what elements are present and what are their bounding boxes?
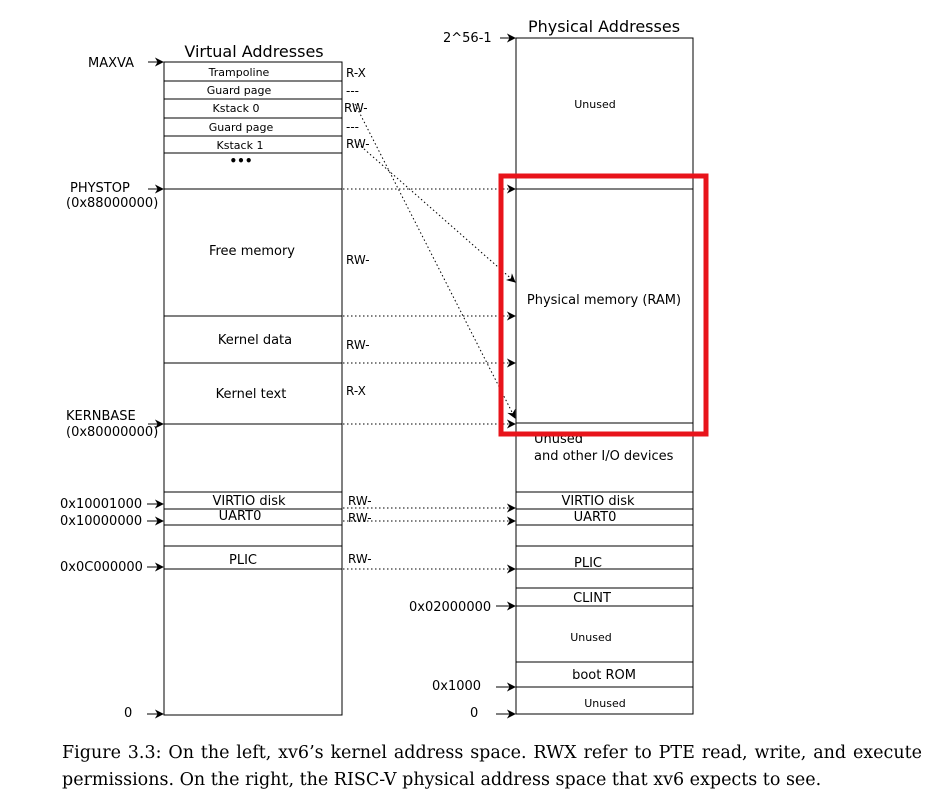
perm-uart0: RW- [348, 511, 372, 525]
region-kstack-1: Kstack 1 [217, 139, 264, 152]
perm-guard-page-0: --- [346, 84, 359, 98]
region-free-memory: Free memory [209, 244, 295, 259]
region-guard-page-1: Guard page [209, 121, 274, 134]
phys-region-other-io: and other I/O devices [534, 449, 674, 464]
phys-region-plic: PLIC [574, 556, 602, 571]
perm-plic: RW- [348, 552, 372, 566]
physical-addresses-title: Physical Addresses [528, 17, 680, 36]
label-phystop: PHYSTOP [70, 181, 130, 196]
phys-region-unused-mid: Unused [570, 631, 611, 644]
region-virtio-disk: VIRTIO disk [212, 494, 286, 509]
physical-address-column [515, 37, 694, 715]
phys-region-unused-bottom: Unused [584, 697, 625, 710]
region-uart0: UART0 [219, 509, 262, 524]
region-trampoline: Trampoline [208, 66, 270, 79]
label-bootrom-address: 0x1000 [432, 679, 481, 694]
region-kernel-text: Kernel text [216, 387, 287, 402]
label-clint-address: 0x02000000 [409, 600, 491, 615]
phys-region-virtio-disk: VIRTIO disk [561, 494, 635, 509]
virtual-address-pointers [147, 57, 164, 719]
label-uart-address: 0x10000000 [60, 514, 142, 529]
address-space-diagram: Virtual Addresses Trampoline Guard page … [60, 17, 709, 721]
label-plic-address: 0x0C000000 [60, 560, 143, 575]
physical-region-dividers [516, 188, 693, 688]
label-virtual-zero: 0 [124, 706, 132, 721]
label-kernbase-value: (0x80000000) [66, 425, 158, 440]
phys-region-boot-rom: boot ROM [572, 668, 636, 683]
map-kstack-0 [354, 103, 516, 419]
phys-region-unused-top: Unused [574, 98, 615, 111]
region-kstack-0: Kstack 0 [213, 102, 260, 115]
phys-region-clint: CLINT [573, 591, 611, 606]
label-phystop-value: (0x88000000) [66, 196, 158, 211]
label-kernbase: KERNBASE [66, 409, 136, 424]
perm-virtio-disk: RW- [348, 494, 372, 508]
region-kernel-data: Kernel data [218, 333, 292, 348]
label-virtio-address: 0x10001000 [60, 497, 142, 512]
phys-region-ram: Physical memory (RAM) [527, 293, 681, 308]
region-guard-page-0: Guard page [207, 84, 272, 97]
mapping-arrows [343, 103, 516, 574]
perm-kstack-0: RW- [344, 101, 368, 115]
region-ellipsis: ••• [229, 154, 252, 168]
ram-highlight-box [498, 173, 709, 437]
perm-free-memory: RW- [346, 253, 370, 267]
perm-guard-page-1: --- [346, 120, 359, 134]
virtual-addresses-title: Virtual Addresses [184, 42, 323, 61]
phys-region-uart0: UART0 [574, 510, 617, 525]
virtual-region-dividers [164, 80, 342, 570]
physical-address-pointers [496, 33, 516, 719]
perm-kernel-text: R-X [346, 384, 366, 398]
label-maxva: MAXVA [88, 56, 134, 71]
region-plic: PLIC [229, 553, 257, 568]
virtual-address-column [163, 61, 343, 716]
figure-caption: Figure 3.3: On the left, xv6’s kernel ad… [62, 743, 922, 790]
label-phys-top: 2^56-1 [443, 31, 492, 46]
perm-kernel-data: RW- [346, 338, 370, 352]
perm-trampoline: R-X [346, 66, 366, 80]
label-physical-zero: 0 [470, 706, 478, 721]
